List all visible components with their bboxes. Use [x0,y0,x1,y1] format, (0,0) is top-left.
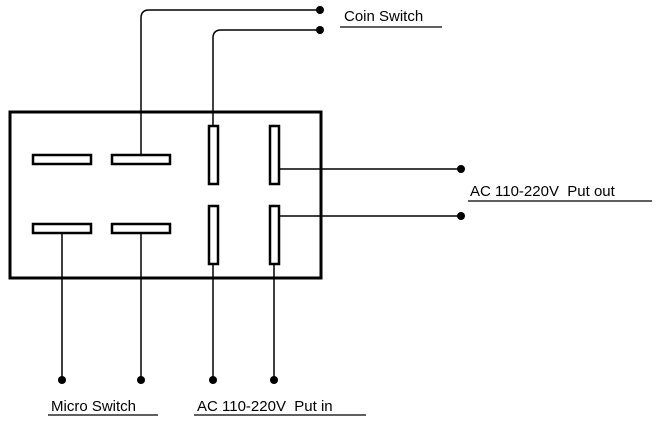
micro-switch-label: Micro Switch [51,398,136,415]
ac-put-in-label: AC 110-220V Put in [197,398,333,415]
terminal-dot-micro-2 [137,376,145,384]
terminal-dot-coin-1 [316,6,324,14]
terminal-dot-coin-2 [316,26,324,34]
terminal-bottom-inner-right [207,204,220,266]
terminal-top-left [31,153,93,166]
wire-coin-switch-1 [140,9,320,155]
coin-switch-label: Coin Switch [344,8,423,25]
terminal-bottom-left [31,222,93,235]
switch-housing [8,110,323,280]
terminal-dot-ac-out-1 [457,165,465,173]
terminal-top-inner-right [207,124,220,186]
terminal-dot-ac-out-2 [457,212,465,220]
wire-coin-switch-2 [212,29,320,126]
terminal-bottom-outer-right [268,204,281,266]
terminal-dot-micro-1 [58,376,66,384]
terminal-bottom-center [110,222,172,235]
terminal-top-center [110,153,172,166]
ac-put-out-label: AC 110-220V Put out [470,183,616,200]
terminal-top-outer-right [268,124,281,186]
terminal-dot-ac-in-1 [209,376,217,384]
terminal-dot-ac-in-2 [270,376,278,384]
